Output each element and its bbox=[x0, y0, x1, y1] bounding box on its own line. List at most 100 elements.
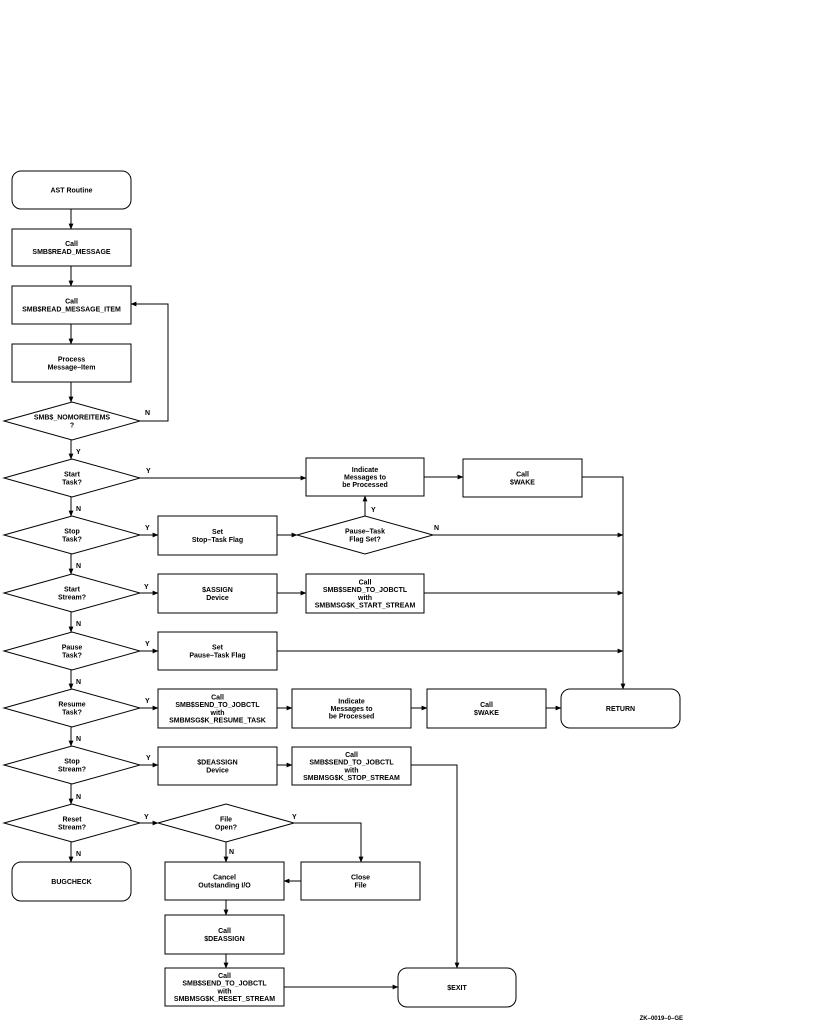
node-shape bbox=[164, 967, 285, 1007]
node-text: Outstanding I/O bbox=[198, 882, 251, 889]
node-text: Task? bbox=[62, 652, 82, 659]
node-text: $DEASSIGN bbox=[197, 760, 237, 767]
node-text: Call bbox=[480, 702, 493, 709]
connector-lines bbox=[68, 209, 626, 990]
node-text: SMBMSG$K_STOP_STREAM bbox=[303, 775, 400, 782]
node-bugcheck: BUGCHECK bbox=[11, 861, 132, 902]
node-text: Pause–Task Flag bbox=[189, 652, 245, 659]
node-send-start: CallSMB$SEND_TO_JOBCTLwithSMBMSG$K_START… bbox=[305, 573, 425, 614]
node-text: File bbox=[220, 817, 232, 824]
node-shape bbox=[397, 967, 517, 1008]
flow-nodes: AST RoutineCallSMB$READ_MESSAGECallSMB$R… bbox=[2, 170, 681, 1008]
edge-nomore-loop bbox=[130, 301, 169, 422]
node-text: Indicate bbox=[338, 698, 365, 705]
node-text: Pause–Task bbox=[345, 529, 385, 536]
node-text: SMB$SEND_TO_JOBCTL bbox=[175, 702, 260, 709]
node-text: Task? bbox=[62, 536, 82, 543]
node-text: be Processed bbox=[329, 714, 375, 721]
node-text: Call bbox=[516, 472, 529, 479]
figure-id: ZK–0019–0–GE bbox=[640, 1016, 683, 1022]
node-shape bbox=[11, 285, 132, 325]
node-deassign2: Call$DEASSIGN bbox=[164, 914, 285, 955]
branch-label-start-stream-yes: Y bbox=[144, 584, 149, 591]
node-text: Set bbox=[212, 529, 224, 536]
branch-label-pause-task-no: N bbox=[76, 679, 81, 686]
node-text: Stop bbox=[64, 759, 80, 766]
edge-fileopen-yes bbox=[294, 822, 364, 863]
node-text: SMB$_NOMOREITEMS bbox=[34, 415, 111, 422]
node-shape bbox=[305, 457, 425, 497]
node-shape bbox=[164, 914, 285, 955]
node-text: ? bbox=[70, 422, 74, 429]
node-text: $EXIT bbox=[447, 985, 467, 992]
node-wake1: Call$WAKE bbox=[462, 458, 583, 498]
node-nomore: SMB$_NOMOREITEMS? bbox=[2, 401, 142, 441]
node-shape bbox=[11, 861, 132, 902]
node-text: Stop–Task Flag bbox=[192, 537, 243, 544]
node-text: SMB$READ_MESSAGE_ITEM bbox=[22, 306, 121, 313]
branch-label-stop-task-yes: Y bbox=[145, 525, 150, 532]
branch-label-stop-task-no: N bbox=[76, 563, 81, 570]
node-text: Start bbox=[64, 587, 81, 594]
branch-label-file-open-no: N bbox=[229, 849, 234, 856]
node-shape bbox=[157, 746, 278, 786]
node-text: Stop bbox=[64, 529, 80, 536]
node-text: be Processed bbox=[342, 482, 388, 489]
node-text: Set bbox=[212, 645, 224, 652]
node-text: File bbox=[354, 882, 366, 889]
node-text: Call bbox=[359, 580, 372, 587]
node-text: Call bbox=[218, 928, 231, 935]
node-text: Open? bbox=[215, 824, 237, 831]
node-shape bbox=[295, 515, 435, 555]
node-text: with bbox=[344, 767, 359, 774]
node-text: SMBMSG$K_START_STREAM bbox=[315, 602, 416, 609]
node-text: Stream? bbox=[58, 824, 86, 831]
node-shape bbox=[2, 631, 142, 671]
node-text: $WAKE bbox=[474, 710, 499, 717]
node-text: SMB$READ_MESSAGE bbox=[32, 249, 111, 256]
node-text: SMB$SEND_TO_JOBCTL bbox=[309, 760, 394, 767]
node-text: with bbox=[210, 710, 225, 717]
node-shape bbox=[157, 515, 278, 556]
node-send-resume: CallSMB$SEND_TO_JOBCTLwithSMBMSG$K_RESUM… bbox=[157, 688, 278, 729]
node-text: Call bbox=[211, 695, 224, 702]
node-text: Stream? bbox=[58, 766, 86, 773]
node-text: $DEASSIGN bbox=[204, 936, 244, 943]
node-shape bbox=[2, 515, 142, 555]
node-text: Flag Set? bbox=[349, 536, 381, 543]
node-shape bbox=[291, 688, 412, 729]
node-text: with bbox=[357, 595, 372, 602]
node-text: $WAKE bbox=[510, 479, 535, 486]
branch-label-start-task-no: N bbox=[76, 506, 81, 513]
node-text: AST Routine bbox=[51, 188, 93, 195]
node-text: Pause bbox=[62, 645, 83, 652]
node-text: Device bbox=[206, 595, 229, 602]
node-text: Call bbox=[65, 241, 78, 248]
branch-label-reset-stream-no: N bbox=[76, 851, 81, 858]
edge-sendstop-to-exit bbox=[411, 764, 460, 969]
node-text: Reset bbox=[62, 817, 82, 824]
node-send-reset: CallSMB$SEND_TO_JOBCTLwithSMBMSG$K_RESET… bbox=[164, 967, 285, 1007]
node-text: SMBMSG$K_RESUME_TASK bbox=[169, 717, 266, 724]
node-shape bbox=[164, 861, 285, 901]
node-text: Stream? bbox=[58, 594, 86, 601]
branch-label-pause-set-no: N bbox=[434, 525, 439, 532]
branch-label-nomore-no: N bbox=[145, 410, 150, 417]
node-text: with bbox=[217, 988, 232, 995]
node-shape bbox=[2, 745, 142, 785]
node-text: Call bbox=[218, 973, 231, 980]
node-text: SMB$SEND_TO_JOBCTL bbox=[323, 587, 408, 594]
